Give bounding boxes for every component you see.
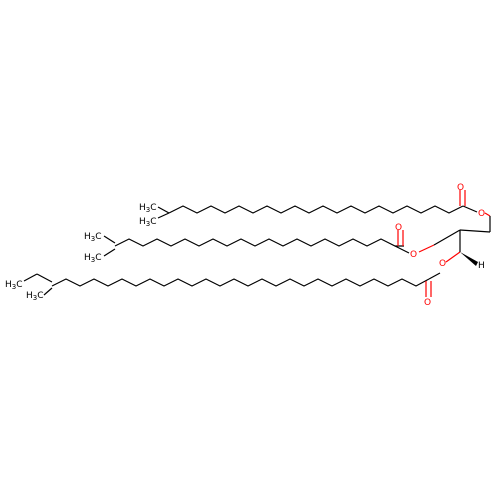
chain-1-backbone: [168, 205, 464, 214]
chain-1: [157, 190, 491, 232]
chain-2: [103, 229, 491, 257]
methyl-label: H3C: [139, 217, 157, 228]
methyl-label: H3C: [26, 291, 44, 302]
methyl-label: H3C: [84, 253, 102, 264]
oxygen-label: O: [478, 209, 485, 219]
oxygen-label: O: [410, 250, 417, 260]
oxygen-label: O: [424, 298, 431, 308]
methyl-label: H3C: [84, 232, 102, 243]
methyl-label: H3C: [5, 280, 23, 291]
hydrogen-label: H: [478, 261, 485, 271]
methyl-label: H3C: [139, 203, 157, 214]
chain-3: [23, 230, 478, 297]
oxygen-label: O: [439, 259, 446, 269]
oxygen-label: O: [395, 223, 402, 233]
atom-labels: O O O O O O H H3C H3C H3C H3C H3C H3C: [5, 183, 485, 308]
oxygen-label: O: [457, 183, 464, 193]
chain-2-backbone: [114, 238, 404, 247]
stereo-wedge: [460, 252, 478, 266]
chain-3-backbone: [51, 278, 430, 287]
